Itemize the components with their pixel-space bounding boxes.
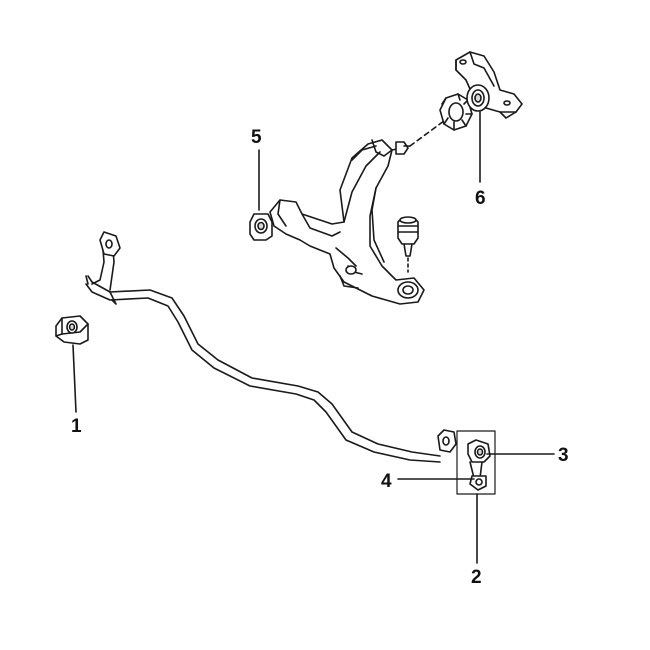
stabilizer-bushing-part bbox=[55, 315, 89, 345]
callout-label-2: 2 bbox=[471, 567, 482, 588]
washer-part bbox=[439, 93, 473, 131]
callout-label-5: 5 bbox=[251, 127, 262, 148]
stabilizer-link-box bbox=[456, 430, 496, 495]
callout-label-6: 6 bbox=[475, 188, 486, 209]
callout-label-4: 4 bbox=[381, 471, 392, 492]
rear-arm-bushing-bracket-part bbox=[455, 51, 523, 119]
stabilizer-bar-part bbox=[85, 231, 441, 463]
ball-joint-part bbox=[397, 216, 419, 273]
lower-control-arm-part bbox=[269, 139, 425, 305]
front-arm-bushing-part bbox=[249, 213, 273, 241]
leader-line-1 bbox=[72, 344, 77, 413]
assembly-dashed-line bbox=[409, 117, 449, 147]
stabilizer-link-part bbox=[437, 429, 496, 495]
callout-label-1: 1 bbox=[71, 416, 82, 437]
callout-label-3: 3 bbox=[558, 445, 569, 466]
